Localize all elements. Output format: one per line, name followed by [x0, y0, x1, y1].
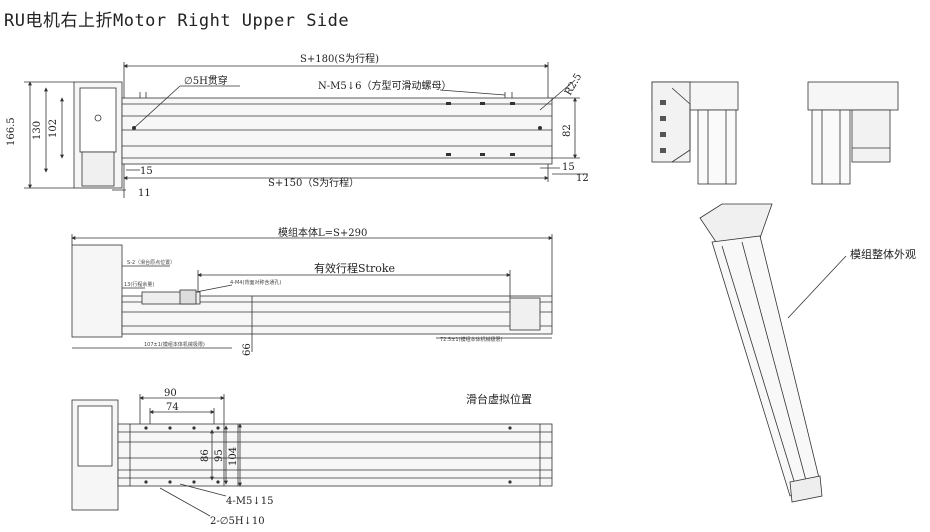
- dim-86: 86: [200, 449, 211, 462]
- dim-1665: 166.5: [6, 117, 17, 146]
- slider-virtual-label: 滑台虚拟位置: [466, 392, 532, 406]
- dim-104: 104: [228, 447, 239, 466]
- overall-look-label: 模组整体外观: [850, 247, 916, 261]
- dim-82: 82: [562, 124, 573, 137]
- dim-95: 95: [214, 449, 225, 462]
- dim-overall: S+180(S为行程): [300, 52, 379, 65]
- dim-11: 11: [138, 188, 151, 199]
- side-view: [71, 234, 553, 352]
- dim-12: 12: [576, 173, 589, 184]
- top-rail-body: [121, 97, 553, 165]
- bottom-view: [71, 394, 553, 517]
- dim-66: 66: [242, 343, 253, 356]
- note-m4: 4-M4(背面对称含通孔): [230, 279, 281, 286]
- radius-label: R2.5: [563, 72, 584, 98]
- iso-view: [699, 203, 847, 503]
- bottom-rail-body: [117, 423, 553, 487]
- note-bottom: 107±1(模组本体机械极限): [144, 341, 205, 348]
- top-view: [24, 62, 588, 198]
- dim-74: 74: [166, 402, 179, 413]
- hole-through-label: ∅5H贯穿: [184, 74, 228, 87]
- side-motor-block: [71, 244, 123, 338]
- page-title: RU电机右上折Motor Right Upper Side: [4, 11, 350, 31]
- thread-m5-label: 4-M5↓15: [226, 496, 273, 507]
- note-small: 13(行程余量): [124, 281, 154, 288]
- dim-102: 102: [48, 119, 59, 138]
- dim-90: 90: [164, 388, 177, 399]
- hole-5h-label: 2-∅5H↓10: [210, 516, 265, 527]
- end-view-right: [807, 81, 899, 185]
- note-right: 72.5±1(模组本体机械极限): [440, 336, 502, 343]
- dim-15-right: 15: [562, 162, 575, 173]
- note-origin: S-2（滑台原点位置）: [127, 259, 175, 266]
- dim-stroke: S+150（S为行程）: [268, 176, 359, 189]
- thread-spec-label: N-M5↓6（方型可滑动螺母）: [318, 79, 451, 92]
- dim-body: 模组本体L=S+290: [278, 226, 367, 239]
- effective-stroke-label: 有效行程Stroke: [314, 261, 395, 275]
- end-view-left: [651, 81, 739, 185]
- dim-130: 130: [32, 121, 43, 140]
- dim-15-left: 15: [140, 166, 153, 177]
